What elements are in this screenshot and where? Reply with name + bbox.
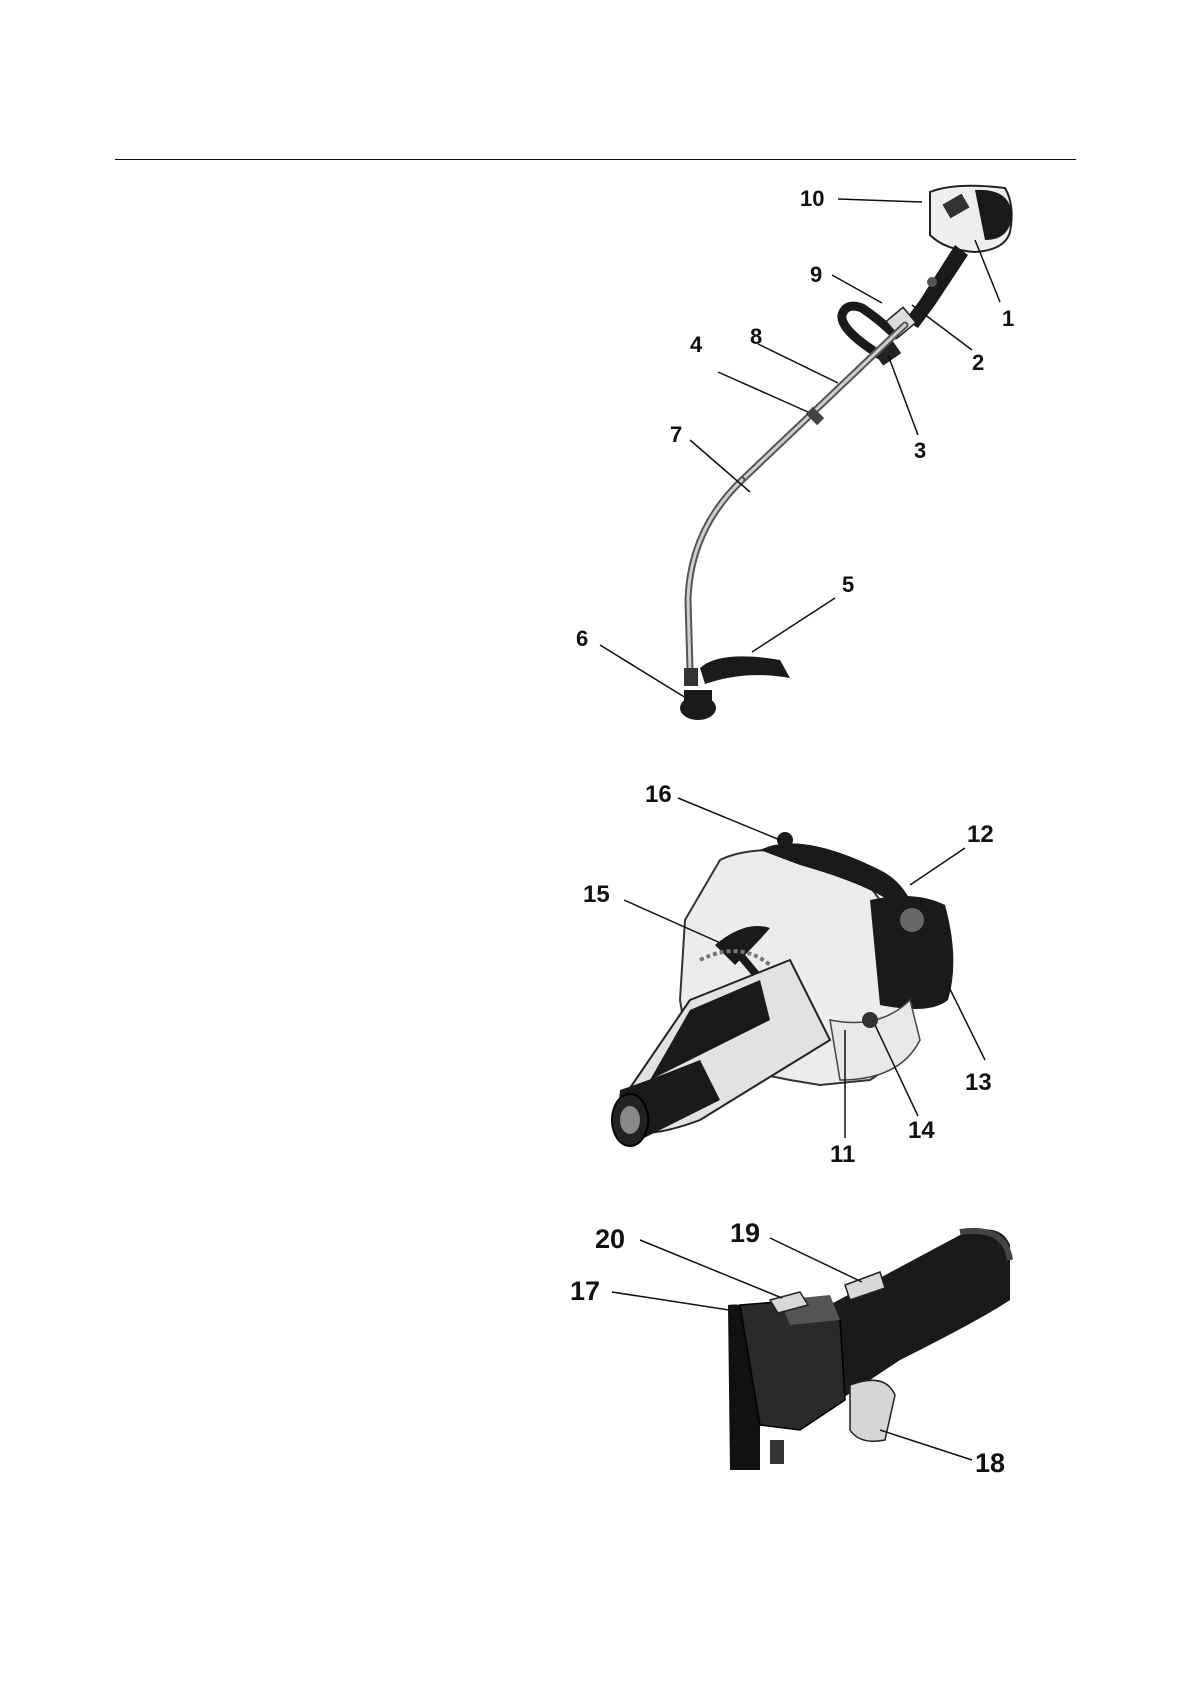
callout-7: 7 <box>670 422 682 447</box>
figure-engine-closeup: 16 12 15 13 14 11 <box>575 775 1015 1175</box>
throttle-closeup-drawing: 20 19 17 18 <box>565 1215 1020 1485</box>
callout-1: 1 <box>1002 306 1014 331</box>
callout-5: 5 <box>842 572 854 597</box>
callout-20: 20 <box>595 1224 625 1254</box>
trimmer-overview-drawing: 10 9 1 8 4 2 3 7 5 6 <box>570 170 1030 730</box>
callout-10: 10 <box>800 186 824 211</box>
callout-12: 12 <box>967 821 994 848</box>
callout-16: 16 <box>645 781 672 808</box>
callout-11: 11 <box>830 1141 855 1168</box>
callout-6: 6 <box>576 626 588 651</box>
callout-8: 8 <box>750 324 762 349</box>
callout-13: 13 <box>965 1069 992 1096</box>
callout-18: 18 <box>975 1448 1005 1478</box>
callout-19: 19 <box>730 1218 760 1248</box>
callout-17: 17 <box>570 1276 600 1306</box>
callout-3: 3 <box>914 438 926 463</box>
engine-closeup-drawing: 16 12 15 13 14 11 <box>575 775 1015 1175</box>
callout-9: 9 <box>810 262 822 287</box>
callout-4: 4 <box>690 332 703 357</box>
callout-2: 2 <box>972 350 984 375</box>
header-rule <box>115 159 1076 160</box>
figure-throttle-closeup: 20 19 17 18 <box>565 1215 1020 1485</box>
figure-trimmer-overview: 10 9 1 8 4 2 3 7 5 6 <box>570 170 1030 730</box>
callout-14: 14 <box>908 1117 935 1144</box>
callout-15: 15 <box>583 881 610 908</box>
